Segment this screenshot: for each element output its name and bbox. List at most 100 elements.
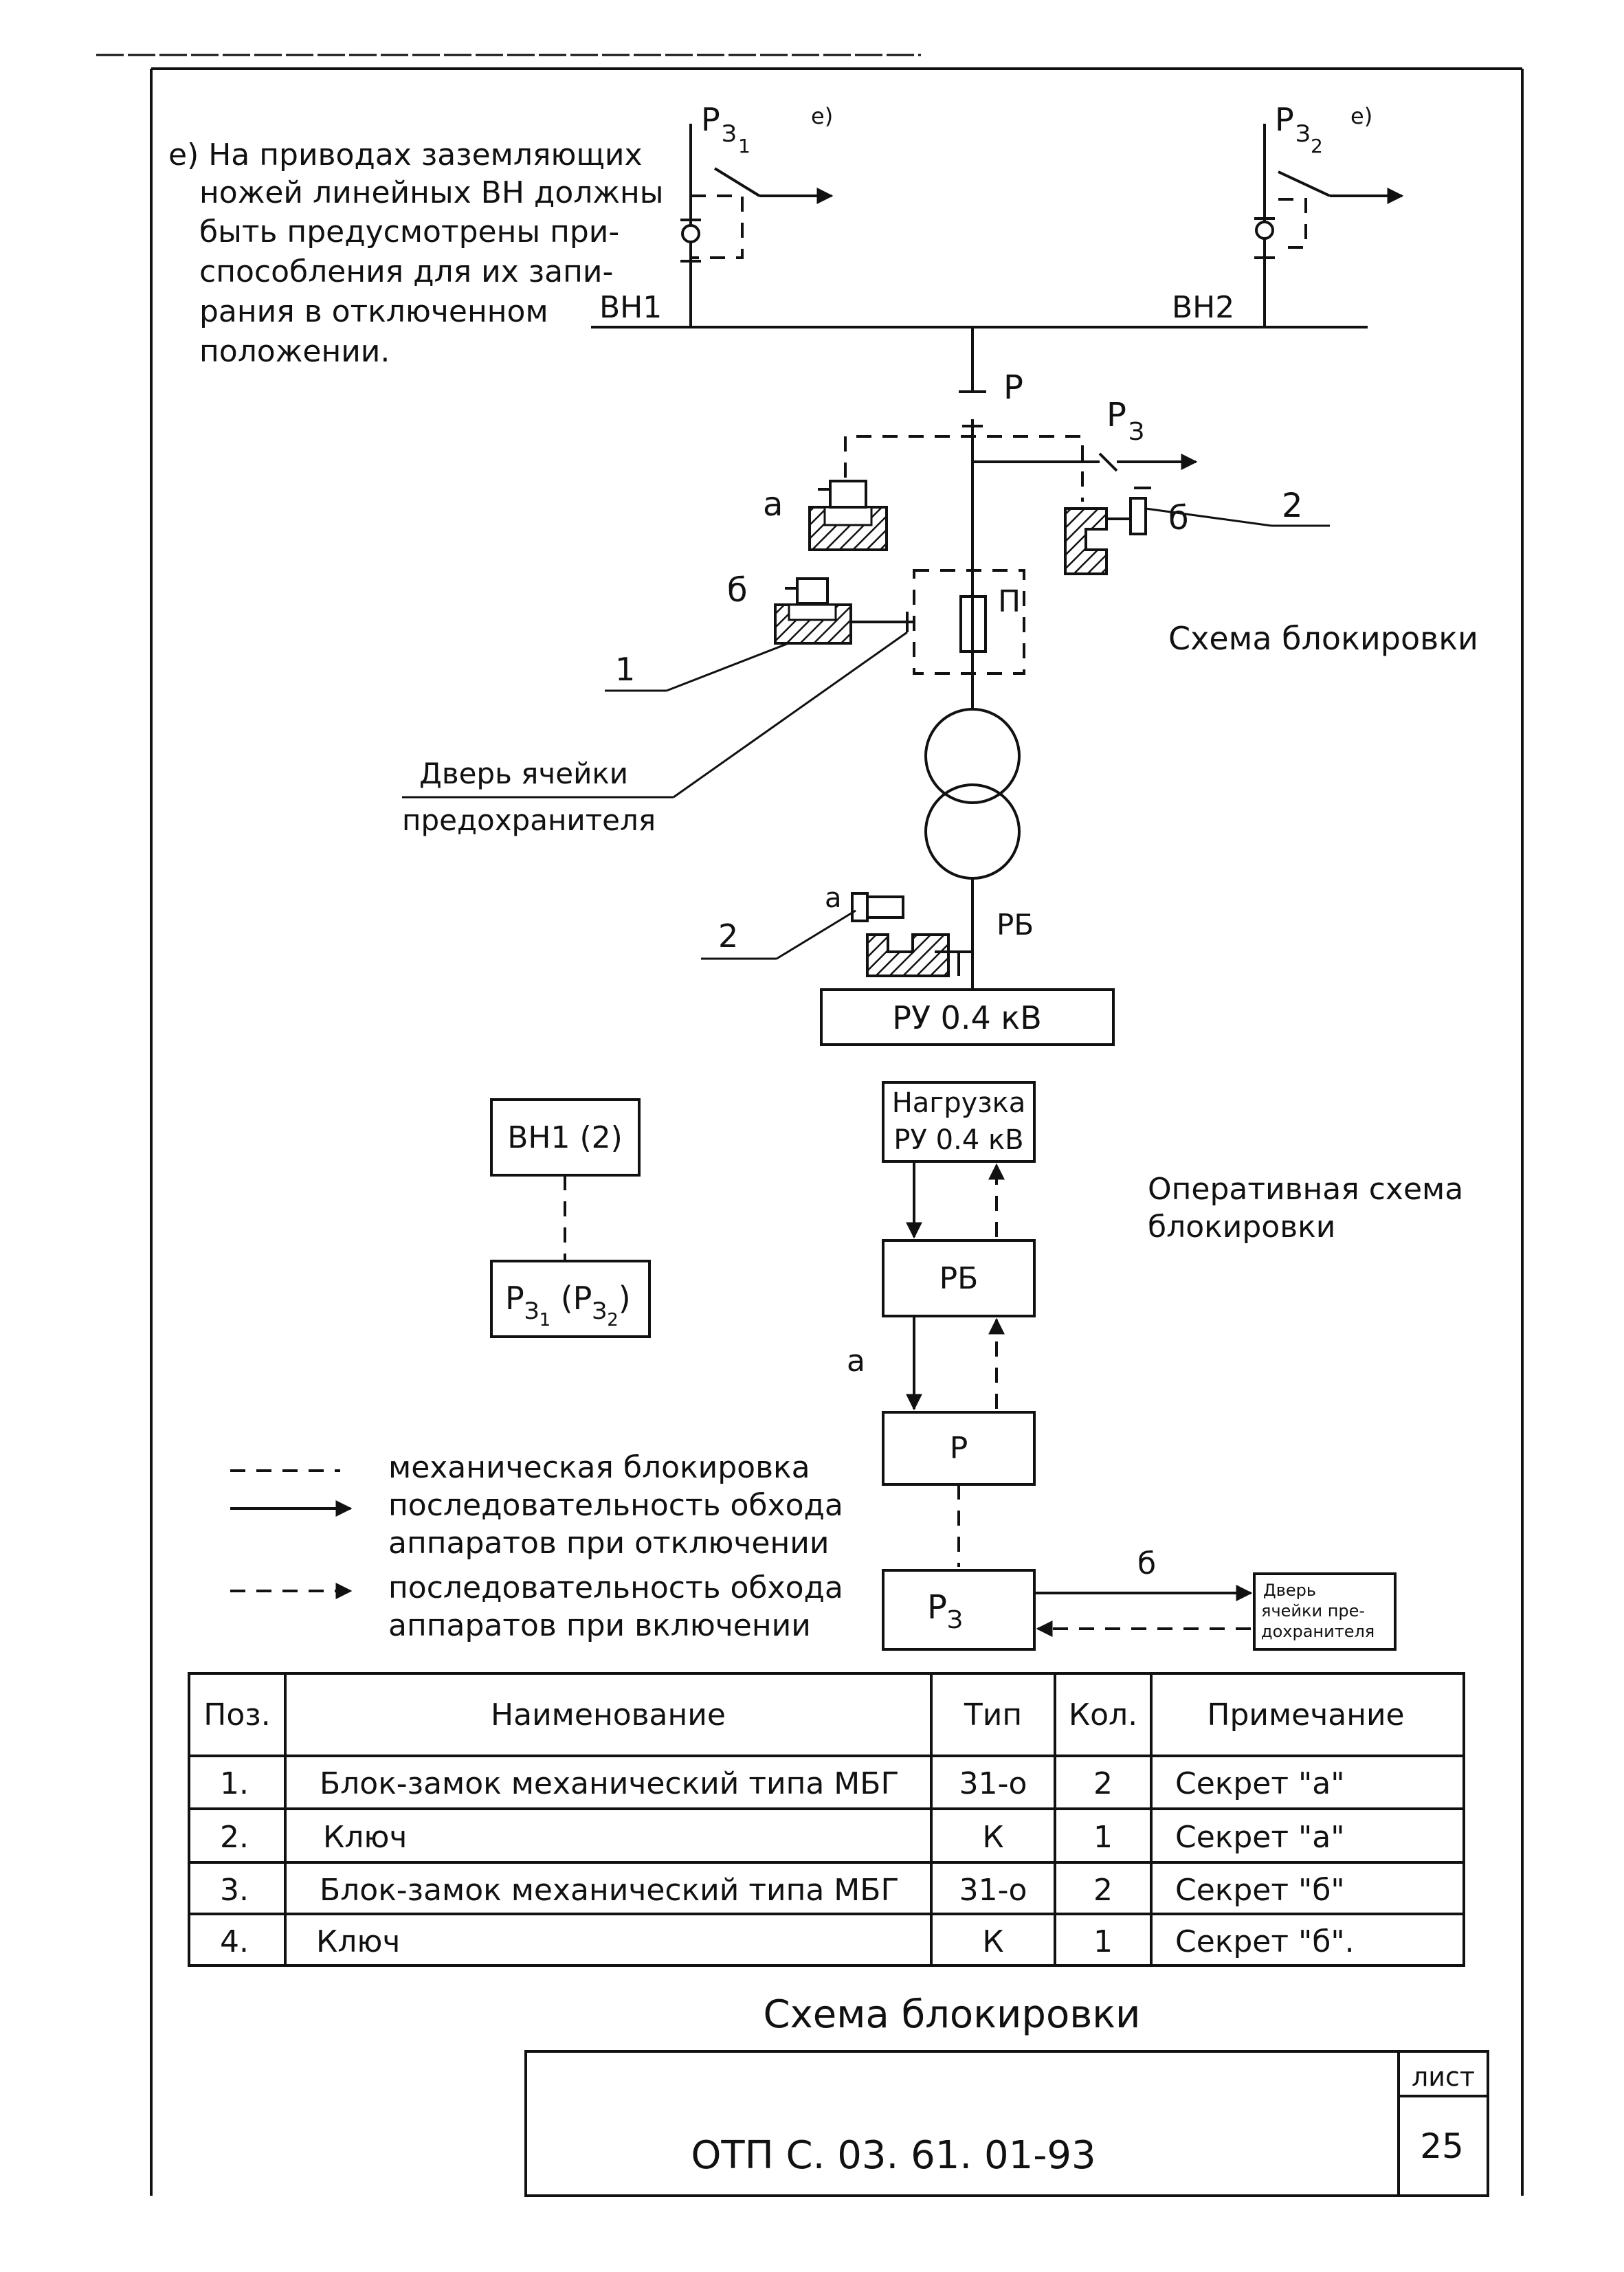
lock-a-top: а: [763, 480, 888, 551]
rz-box: [882, 1569, 1036, 1651]
svg-text:Секрет "б": Секрет "б": [1175, 1873, 1345, 1908]
svg-text:ВН1 (2): ВН1 (2): [507, 1120, 623, 1155]
table-row: 1. Блок-замок механический типа МБГ 31-о…: [220, 1766, 1344, 1801]
svg-text:ножей линейных ВН должны: ножей линейных ВН должны: [199, 175, 664, 210]
svg-text:Блок-замок механический типа М: Блок-замок механический типа МБГ: [320, 1873, 899, 1908]
doc-code: ОТП С. 03. 61. 01-93: [691, 2133, 1095, 2178]
svg-text:4.: 4.: [220, 1924, 249, 1959]
svg-text:2: 2: [1093, 1766, 1113, 1801]
operative-title: Оперативная схема: [1148, 1172, 1463, 1207]
table-row: 2. Ключ К 1 Секрет "а": [220, 1820, 1344, 1855]
sheet-frame: [96, 54, 1524, 2196]
svg-text:Дверь ячейки: Дверь ячейки: [419, 757, 628, 790]
svg-text:РУ 0.4 кВ: РУ 0.4 кВ: [893, 1124, 1023, 1156]
load-box: [882, 1081, 1036, 1163]
svg-text:1: 1: [738, 135, 750, 157]
lock-b-left: б 1: [402, 571, 914, 799]
svg-text:ячейки пре-: ячейки пре-: [1261, 1601, 1365, 1621]
spec-table: Поз. Наименование Тип Кол. Примечание 1.…: [188, 1672, 1465, 1967]
svg-text:1: 1: [1093, 1924, 1113, 1959]
earthing-switch-pz2: Р З 2 е): [1254, 101, 1404, 327]
svg-text:е): е): [811, 103, 833, 129]
svg-text:предохранителя: предохранителя: [402, 803, 656, 837]
legend: механическая блокировка последовательнос…: [230, 1450, 843, 1643]
svg-text:б: б: [727, 571, 748, 610]
svg-text:Блок-замок механический типа М: Блок-замок механический типа МБГ: [320, 1766, 899, 1801]
svg-text:Нагрузка: Нагрузка: [892, 1087, 1026, 1119]
svg-text:механическая блокировка: механическая блокировка: [388, 1450, 810, 1485]
lock-a-bottom: а 2 РБ: [701, 882, 1034, 977]
svg-text:РЗ1 (РЗ2): РЗ1 (РЗ2): [505, 1280, 631, 1330]
svg-text:положении.: положении.: [199, 334, 390, 369]
svg-text:Секрет "б".: Секрет "б".: [1175, 1924, 1355, 1959]
svg-text:2: 2: [1311, 135, 1323, 157]
vn2-label: ВН2: [1172, 290, 1234, 325]
svg-text:е): е): [1350, 103, 1372, 129]
svg-text:Секрет "а": Секрет "а": [1175, 1766, 1344, 1801]
rz-label: Р: [1106, 396, 1126, 434]
svg-text:блокировки: блокировки: [1148, 1210, 1335, 1245]
sheet-label: лист: [1412, 2062, 1475, 2092]
svg-text:2: 2: [718, 917, 738, 955]
svg-text:1: 1: [615, 651, 635, 688]
pz2-label: Р: [1275, 101, 1294, 138]
svg-text:аппаратов при включении: аппаратов при включении: [388, 1608, 811, 1643]
svg-text:31-о: 31-о: [959, 1766, 1027, 1801]
sheet-number: 25: [1420, 2126, 1464, 2166]
svg-text:1.: 1.: [220, 1766, 249, 1801]
title-block: лист 25 ОТП С. 03. 61. 01-93: [524, 2050, 1489, 2197]
svg-text:Дверь: Дверь: [1263, 1581, 1316, 1600]
vn1-label: ВН1: [599, 290, 662, 325]
svg-text:аппаратов при отключении: аппаратов при отключении: [388, 1526, 829, 1561]
svg-text:способления для их запи-: способления для их запи-: [199, 254, 613, 289]
svg-text:б: б: [1137, 1546, 1156, 1581]
svg-text:рания в отключенном: рания в отключенном: [199, 294, 548, 329]
svg-text:РУ 0.4 кВ: РУ 0.4 кВ: [892, 999, 1042, 1036]
svg-text:2.: 2.: [220, 1820, 249, 1855]
svg-text:а: а: [825, 882, 842, 914]
busbar: ВН1 ВН2: [591, 290, 1368, 328]
door-label: Дверь ячейки предохранителя: [402, 757, 656, 837]
caption: Схема блокировки: [764, 1992, 1141, 2037]
svg-text:быть предусмотрены при-: быть предусмотрены при-: [199, 214, 619, 249]
table-row: 4. Ключ К 1 Секрет "б".: [220, 1924, 1355, 1959]
svg-text:Р: Р: [950, 1431, 968, 1466]
scheme-title: Схема блокировки: [1168, 620, 1478, 657]
svg-text:РБ: РБ: [939, 1261, 979, 1296]
th-note: Примечание: [1207, 1697, 1404, 1733]
svg-text:31-о: 31-о: [959, 1873, 1027, 1908]
svg-text:Секрет "а": Секрет "а": [1175, 1820, 1344, 1855]
svg-text:е) На приводах заземляющих: е) На приводах заземляющих: [168, 137, 643, 172]
svg-text:2: 2: [1093, 1873, 1113, 1908]
transformer: [924, 708, 1021, 990]
main-feeder: Р Р З: [844, 327, 1198, 598]
svg-text:а: а: [847, 1344, 865, 1379]
earthing-switch-pz1: Р З 1 е): [680, 101, 834, 327]
svg-text:П: П: [998, 584, 1021, 619]
rb-label: РБ: [997, 908, 1034, 942]
r-box: [882, 1411, 1036, 1486]
table-row: 3. Блок-замок механический типа МБГ 31-о…: [220, 1873, 1345, 1908]
svg-text:последовательность обхода: последовательность обхода: [388, 1488, 843, 1523]
svg-text:Ключ: Ключ: [316, 1924, 400, 1959]
pz-box: [490, 1260, 651, 1338]
svg-text:а: а: [763, 485, 783, 524]
note-text: е) На приводах заземляющих ножей линейны…: [168, 137, 664, 369]
r-label: Р: [1003, 368, 1023, 407]
th-type: Тип: [964, 1697, 1022, 1733]
svg-text:последовательность обхода: последовательность обхода: [388, 1570, 843, 1605]
svg-text:З: З: [1295, 120, 1311, 148]
vn-box: [490, 1098, 641, 1177]
svg-text:1: 1: [1093, 1820, 1113, 1855]
svg-text:РЗ: РЗ: [927, 1588, 963, 1634]
svg-text:б: б: [1168, 499, 1189, 537]
svg-text:дохранителя: дохранителя: [1261, 1622, 1375, 1641]
lock-b-right: б 2: [1064, 487, 1330, 575]
svg-text:2: 2: [1282, 487, 1303, 525]
svg-text:3.: 3.: [220, 1873, 249, 1908]
svg-text:З: З: [722, 120, 737, 148]
pz1-label: Р: [701, 101, 720, 138]
th-pos: Поз.: [203, 1697, 270, 1733]
operative-scheme: Оперативная схема блокировки ВН1 (2) РЗ1…: [490, 1081, 1463, 1651]
